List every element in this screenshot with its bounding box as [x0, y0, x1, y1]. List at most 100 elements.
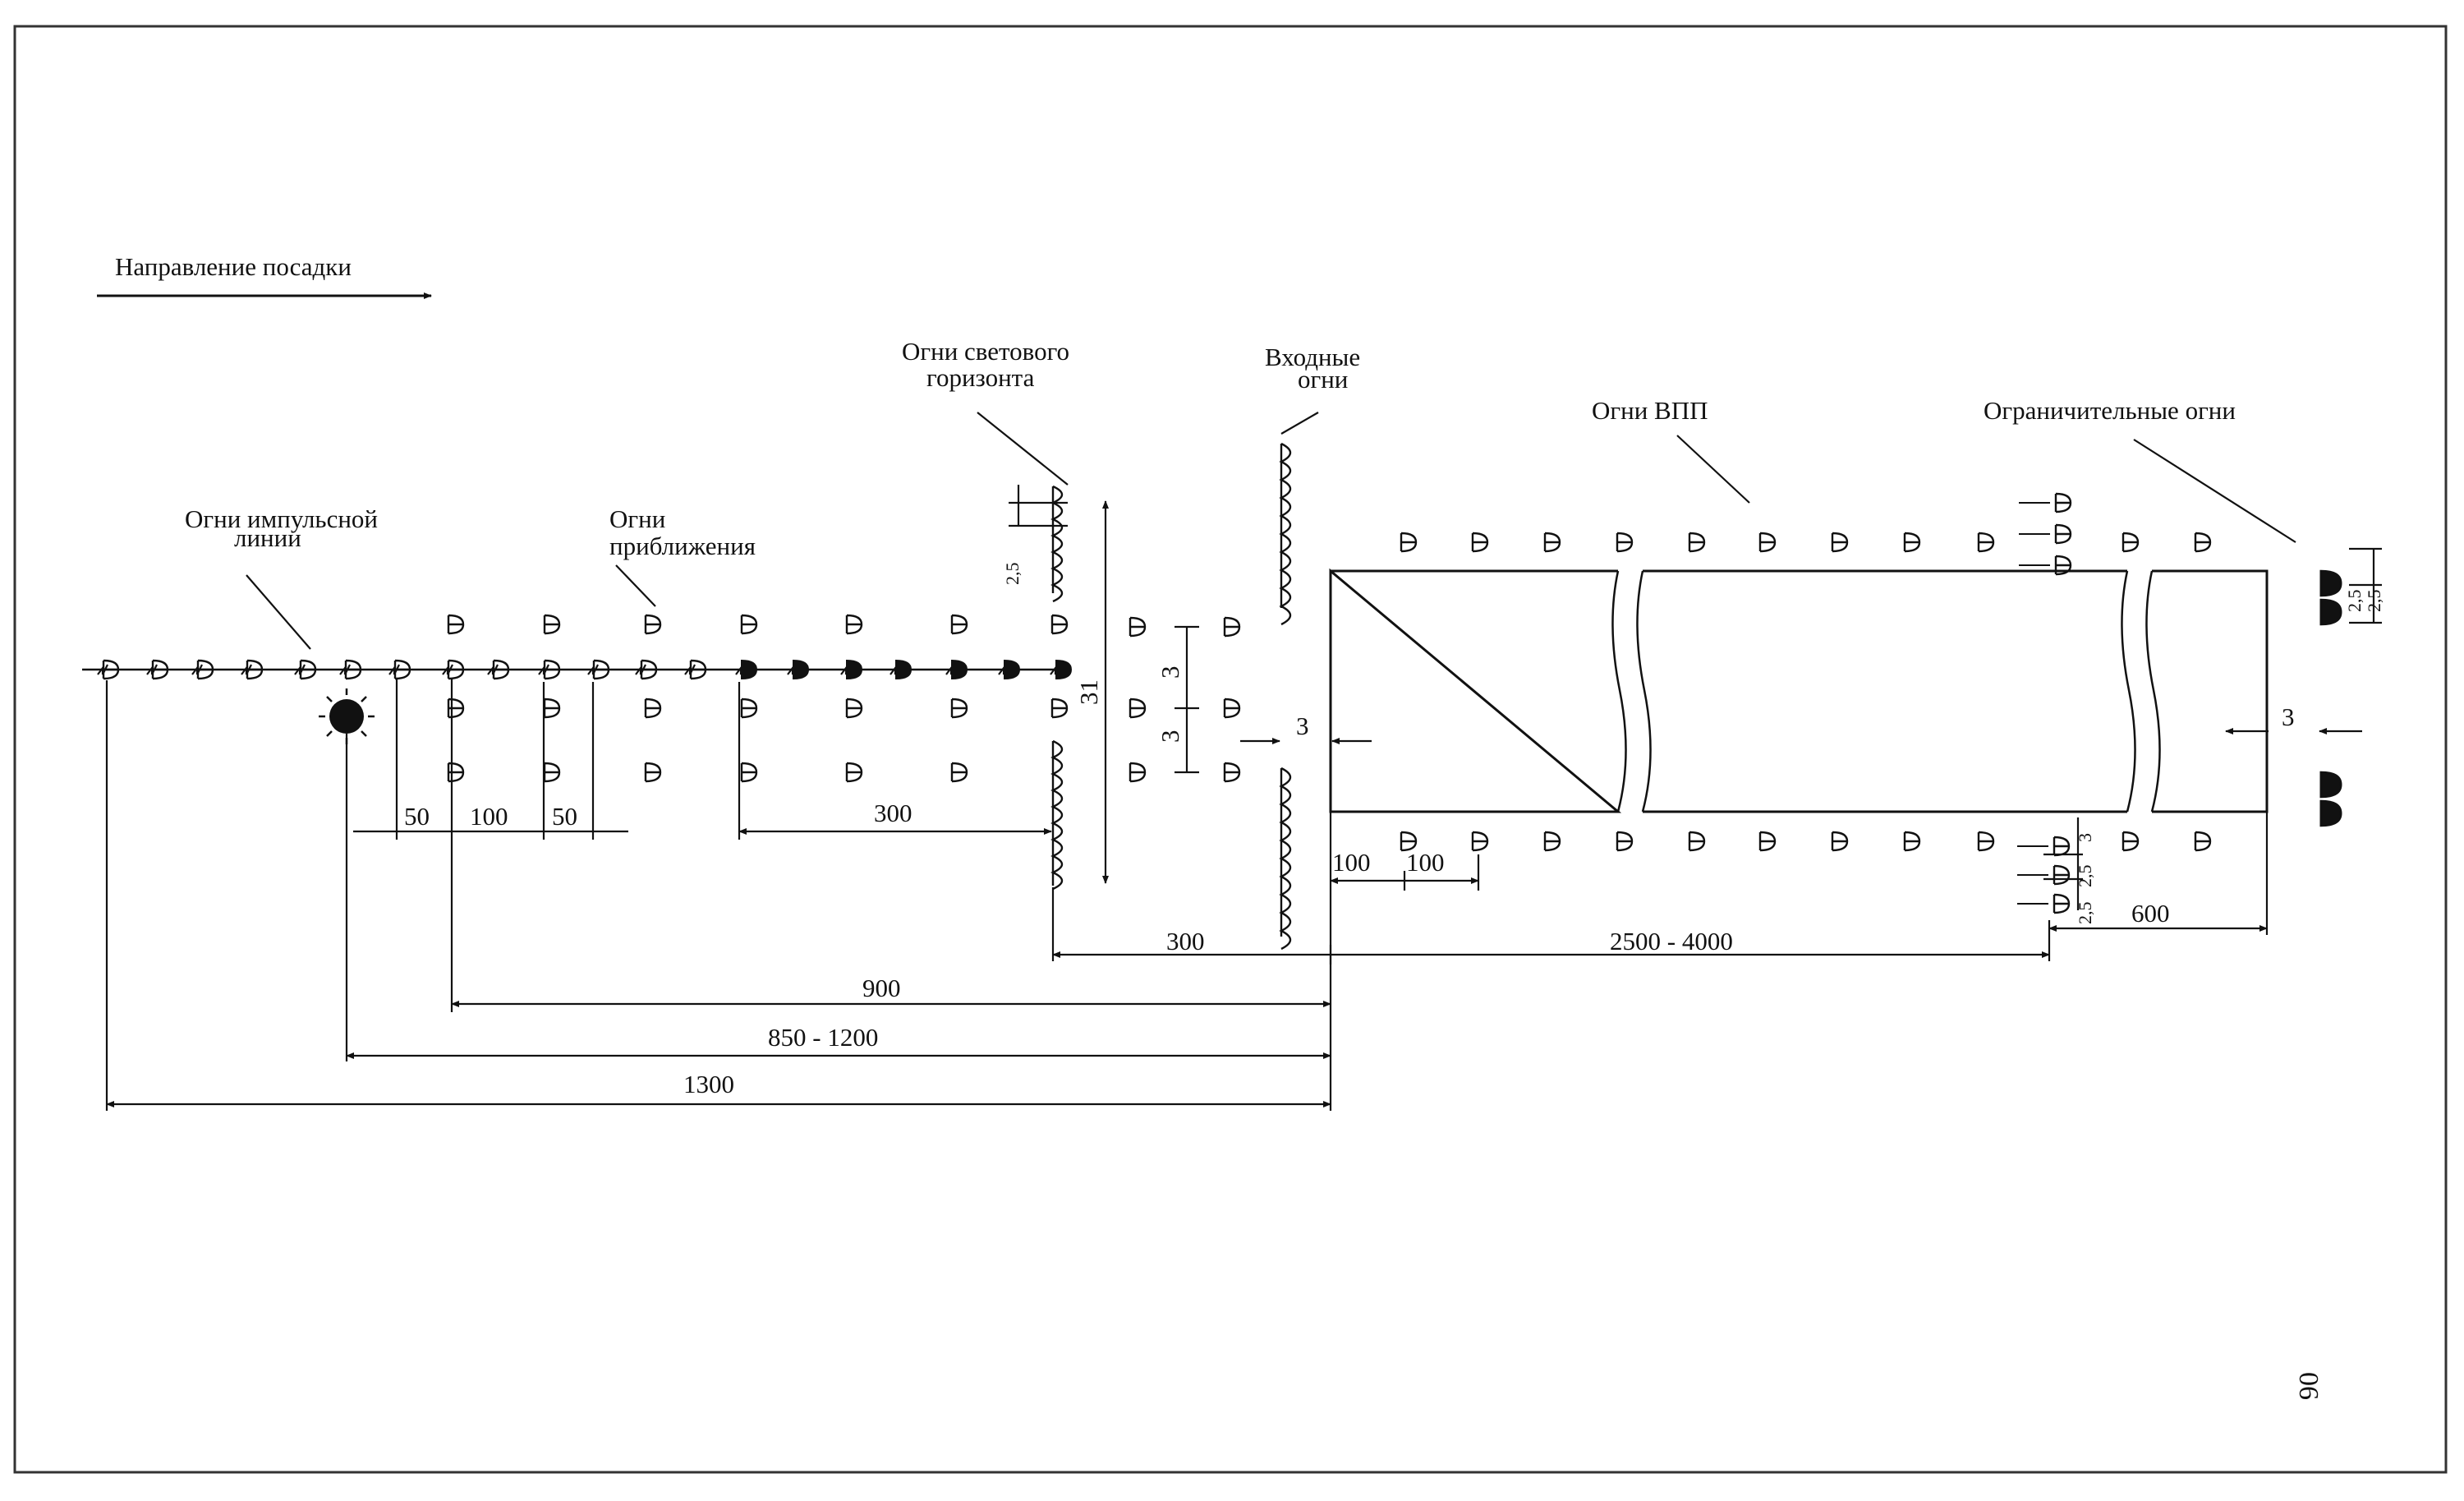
- approach-label-2: приближения: [609, 532, 756, 560]
- runway-light-icon: [1471, 532, 1489, 553]
- approach-light-icon: [644, 762, 662, 783]
- approach-light-icon: [1050, 614, 1069, 635]
- approach-light-icon: [644, 698, 662, 719]
- entrance-label-2: огни: [1298, 365, 1348, 394]
- approach-leader: [615, 564, 656, 607]
- approach-light-icon: [950, 762, 968, 783]
- approach-light-icon: [447, 762, 465, 783]
- sheet-frame: [13, 25, 2448, 1474]
- dim-100: 100: [470, 802, 508, 831]
- runway-light-icon: [1471, 831, 1489, 852]
- runway-light-icon: [1616, 831, 1634, 852]
- pulse-light-icon: [246, 659, 264, 680]
- approach-light-icon: [1223, 698, 1241, 719]
- pulse-light-icon: [393, 659, 411, 680]
- approach-light-icon: [1223, 762, 1241, 783]
- runway: [1329, 568, 2269, 813]
- pulse-label-2: линии: [234, 523, 301, 552]
- runway-light-icon: [1616, 532, 1634, 553]
- runway-light-icon: [2122, 831, 2140, 852]
- horizon-bar-upper: [1050, 485, 1064, 603]
- runway-end-light-icon: [2053, 864, 2071, 886]
- dim-2-5-e: 2,5: [2075, 902, 2095, 925]
- dim-2-5-c: 2,5: [2364, 590, 2384, 613]
- approach-light-icon: [1129, 762, 1147, 783]
- runway-label: Огни ВПП: [1592, 396, 1708, 425]
- approach-light-icon: [950, 614, 968, 635]
- dim-3-a: 3: [1156, 666, 1184, 679]
- runway-end-light-icon: [2054, 523, 2072, 545]
- pulse-lights: [97, 659, 411, 680]
- dim-600: 600: [2131, 899, 2170, 928]
- approach-label-1: Огни: [609, 504, 665, 533]
- approach-light-icon: [543, 762, 561, 783]
- runway-end-light-icon: [2053, 893, 2071, 914]
- runway-leader: [1676, 435, 1750, 504]
- dimension-lines: [105, 485, 2382, 1111]
- dim-3-d: 3: [2075, 833, 2095, 842]
- approach-light-icon: [447, 659, 465, 680]
- horizon-leader: [977, 412, 1069, 486]
- dim-2500-4000: 2500 - 4000: [1610, 927, 1733, 955]
- limit-label: Ограничительные огни: [1984, 396, 2236, 425]
- entrance-bar-lower: [1279, 767, 1292, 951]
- approach-light-icon: [543, 659, 561, 680]
- approach-light-icon: [543, 698, 561, 719]
- approach-light-icon: [447, 614, 465, 635]
- approach-light-icon: [492, 659, 510, 680]
- dim-50-a: 50: [404, 802, 430, 831]
- approach-light-icon: [644, 614, 662, 635]
- runway-light-icon: [1688, 831, 1706, 852]
- approach-light-filled-icon: [741, 660, 757, 679]
- pulse-light-icon: [151, 659, 169, 680]
- approach-light-filled-icon: [951, 660, 968, 679]
- runway-light-icon: [2194, 532, 2212, 553]
- runway-light-icon: [1543, 532, 1561, 553]
- horizon-label-2: горизонта: [926, 363, 1035, 392]
- approach-light-icon: [640, 659, 658, 680]
- dim-1300: 1300: [683, 1070, 734, 1098]
- approach-light-filled-icon: [793, 660, 809, 679]
- approach-light-icon: [689, 659, 707, 680]
- limit-light-icon: [2319, 799, 2342, 827]
- limit-light-icon: [2319, 569, 2342, 597]
- dim-50-b: 50: [552, 802, 577, 831]
- dim-100-a: 100: [1332, 848, 1371, 877]
- approach-light-filled-icon: [846, 660, 862, 679]
- entrance-leader: [1280, 412, 1319, 435]
- approach-light-icon: [1050, 698, 1069, 719]
- approach-light-filled-icon: [1055, 660, 1072, 679]
- pulse-light-icon: [299, 659, 317, 680]
- runway-light-icon: [1758, 532, 1777, 553]
- page-number: 06: [2293, 1372, 2324, 1400]
- runway-end-light-icon: [2054, 492, 2072, 513]
- approach-light-icon: [950, 698, 968, 719]
- horizon-light-bars: [1050, 485, 1064, 891]
- limit-lights: [2319, 569, 2342, 827]
- pulse-light-icon: [196, 659, 214, 680]
- runway-light-icon: [1758, 831, 1777, 852]
- runway-light-icon: [2122, 532, 2140, 553]
- dim-31: 31: [1074, 679, 1103, 705]
- pulse-light-icon: [102, 659, 120, 680]
- dim-900: 900: [862, 974, 901, 1002]
- entrance-light-bars: [1279, 442, 1292, 951]
- approach-light-icon: [1129, 698, 1147, 719]
- dim-3-b: 3: [1156, 730, 1184, 744]
- landing-direction: Направление посадки: [97, 252, 432, 299]
- runway-light-icon: [1688, 532, 1706, 553]
- approach-light-icon: [543, 614, 561, 635]
- approach-lights: [442, 614, 1241, 783]
- approach-light-icon: [740, 614, 758, 635]
- approach-light-icon: [447, 698, 465, 719]
- runway-light-icon: [1903, 831, 1921, 852]
- approach-lights-filled: [735, 660, 1072, 679]
- dimension-labels: 50 100 50 300 2,5 31 3 3 3 100 100 300 2…: [404, 563, 2384, 1099]
- approach-light-icon: [845, 698, 863, 719]
- dim-2-5-b: 2,5: [2344, 590, 2365, 613]
- dim-2-5-a: 2,5: [1002, 563, 1023, 586]
- horizon-bar-lower: [1050, 739, 1064, 891]
- runway-edge-lights: [1400, 492, 2212, 914]
- entrance-bar-upper: [1279, 442, 1292, 626]
